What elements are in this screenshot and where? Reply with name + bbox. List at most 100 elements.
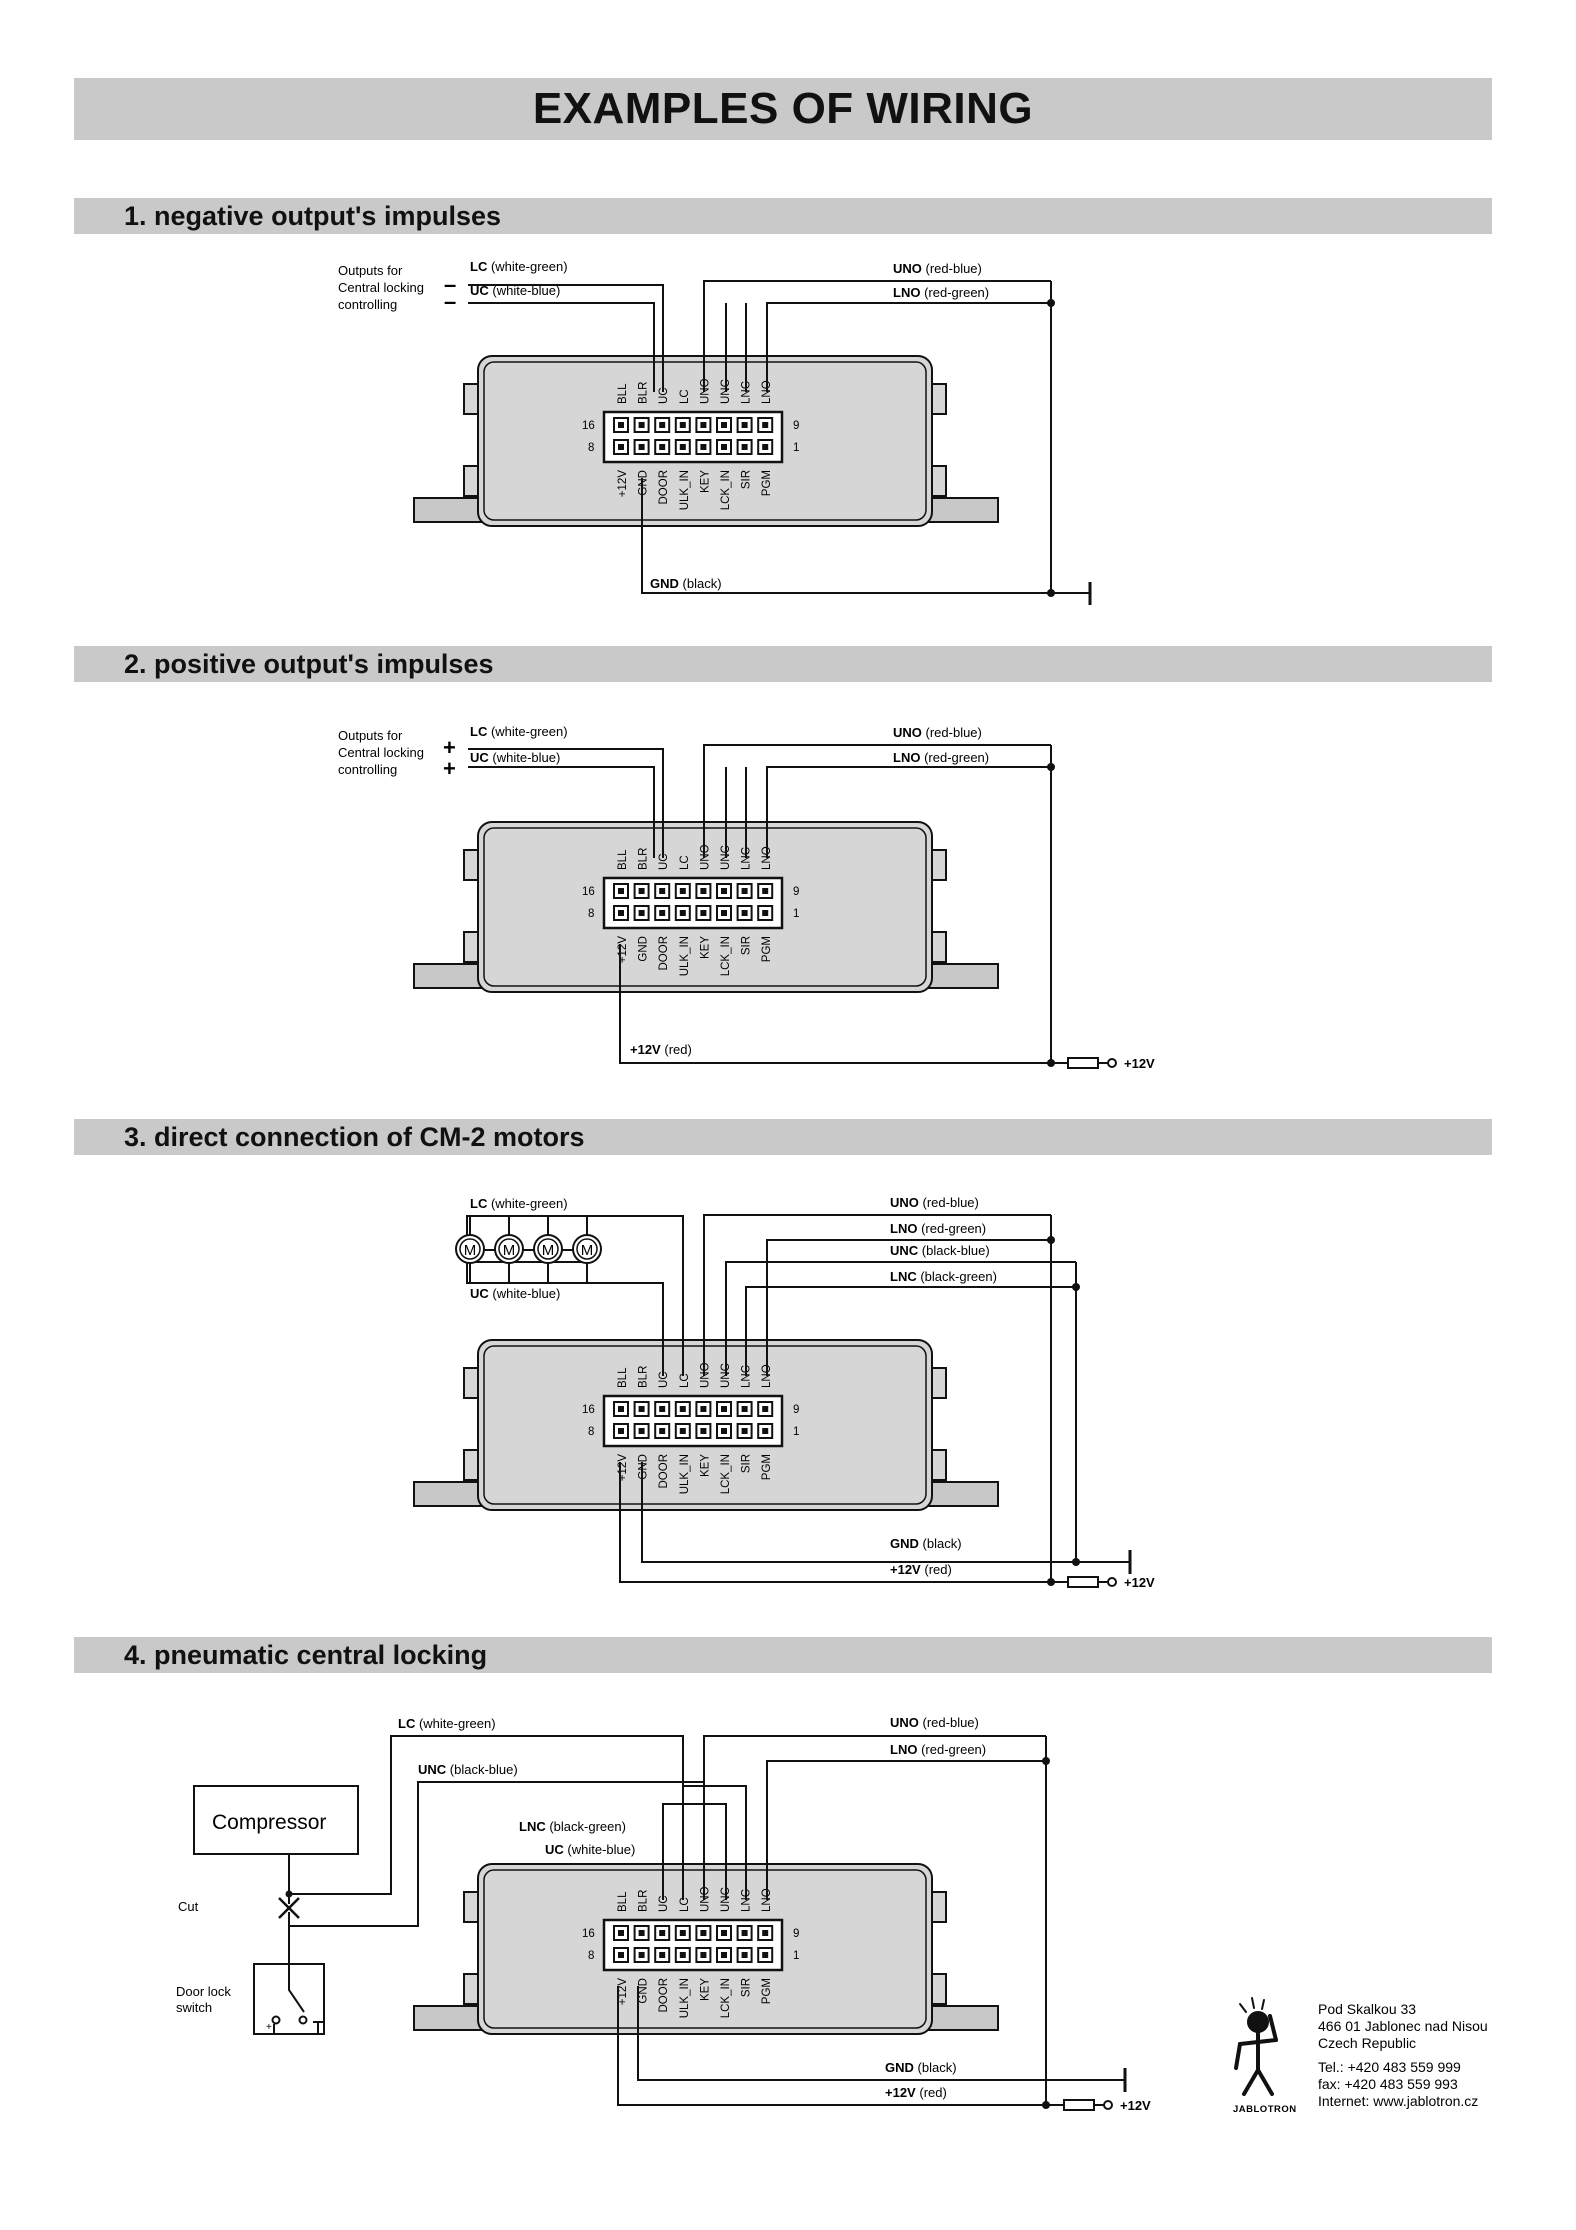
connector-pin-core	[721, 910, 727, 916]
motor-label: M	[581, 1242, 594, 1259]
jablotron-logo-icon	[1234, 1997, 1278, 2096]
pin-label-bottom: ULK_IN	[679, 936, 691, 976]
label-lno-color: (red-green)	[924, 285, 989, 300]
svg-text:LC (white-green): LC (white-green)	[470, 1196, 568, 1211]
pin-label-top: UNO	[699, 1362, 711, 1388]
pin-label-bottom: SIR	[741, 1978, 753, 1997]
label-12v-color: (red)	[664, 1042, 691, 1057]
svg-text:UC (white-blue): UC (white-blue)	[470, 283, 560, 298]
wire-uno	[703, 1735, 1046, 1900]
pin-label-top: UC	[658, 853, 670, 870]
terminal-12v-4	[1103, 2100, 1113, 2110]
section-title-2: 2. positive output's impulses	[124, 649, 494, 679]
svg-text:UC (white-blue): UC (white-blue)	[545, 1842, 635, 1857]
connector-pin-core	[659, 888, 666, 894]
pin-label-bottom: GND	[638, 1454, 650, 1480]
mounting-tab	[931, 1973, 947, 2005]
pin-label-bottom: ULK_IN	[679, 470, 691, 510]
page-title-band: EXAMPLES OF WIRING	[74, 78, 1492, 140]
label-gnd-color: (black)	[683, 576, 722, 591]
section-title-3: 3. direct connection of CM-2 motors	[124, 1122, 585, 1152]
label-lno-color: (red-green)	[924, 750, 989, 765]
company-block: JABLOTRON Pod Skalkou 33 466 01 Jablonec…	[1233, 1997, 1488, 2115]
connector-pin-core	[762, 422, 769, 428]
pin-label-top: LNC	[741, 1365, 753, 1388]
fuse-3	[1067, 1576, 1099, 1588]
pin-label-top: BLR	[638, 1366, 650, 1388]
connector-pin-core	[741, 910, 748, 916]
mounting-tab	[931, 849, 947, 881]
pin-label-top: BLR	[638, 382, 650, 404]
label-12v-color: (red)	[924, 1562, 951, 1577]
wire-uno	[703, 280, 1051, 392]
connector-pin-core	[762, 1428, 769, 1434]
svg-text:LNO (red-green): LNO (red-green)	[890, 1221, 986, 1236]
connector-pin-core	[700, 422, 707, 428]
section-title-4: 4. pneumatic central locking	[124, 1640, 488, 1670]
connector-pin-core	[618, 1952, 624, 1958]
svg-text:LNC (black-green): LNC (black-green)	[890, 1269, 997, 1284]
connector-pin-core	[638, 1428, 645, 1434]
connector-pin-core	[700, 888, 707, 894]
wire-12v	[617, 1986, 1064, 2106]
section-header-1: 1. negative output's impulses	[74, 198, 1492, 234]
wire-lc	[466, 1215, 684, 1376]
pin-label-top: LNO	[761, 1888, 773, 1912]
label-uc: UC	[470, 283, 489, 298]
label-12v: +12V	[630, 1042, 661, 1057]
pin-label-top: UC	[658, 1371, 670, 1388]
pin-label-bottom: KEY	[699, 470, 711, 493]
svg-text:UNO (red-blue): UNO (red-blue)	[890, 1715, 979, 1730]
pin-number-16: 16	[582, 1404, 595, 1416]
svg-text:LC (white-green): LC (white-green)	[470, 259, 568, 274]
label-lc-color: (white-green)	[419, 1716, 496, 1731]
pin-label-bottom: PGM	[761, 1978, 773, 2004]
connector	[602, 876, 784, 930]
mounting-tab	[463, 465, 479, 497]
pin-number-1: 1	[793, 1950, 799, 1962]
fuse-4	[1063, 2099, 1095, 2111]
pin-label-bottom: +12V	[617, 1978, 629, 2006]
connector-pin-core	[659, 1952, 666, 1958]
connector-pin-core	[721, 1952, 727, 1958]
mounting-tab	[931, 465, 947, 497]
outputs-label-line1: Outputs for	[338, 263, 403, 278]
label-12v: +12V	[890, 1562, 921, 1577]
wire-lc	[468, 748, 664, 858]
section-header-2: 2. positive output's impulses	[74, 646, 1492, 682]
pin-label-top: UNO	[699, 844, 711, 870]
label-uc-color: (white-blue)	[567, 1842, 635, 1857]
svg-text:UNO (red-blue): UNO (red-blue)	[893, 261, 982, 276]
pin-label-top: BLL	[617, 1891, 629, 1912]
mounting-tab	[931, 1891, 947, 1923]
pin-label-bottom: SIR	[741, 1454, 753, 1473]
connector-pin-core	[638, 422, 645, 428]
pin-label-bottom: PGM	[761, 1454, 773, 1480]
pin-label-top: BLL	[617, 383, 629, 404]
connector-pin-core	[721, 1428, 727, 1434]
pin-number-9: 9	[793, 886, 799, 898]
svg-text:UC (white-blue): UC (white-blue)	[470, 1286, 560, 1301]
connector-pin-core	[700, 1952, 707, 1958]
mounting-tab	[463, 383, 479, 415]
label-12v: +12V	[885, 2085, 916, 2100]
wire-12v	[619, 944, 1068, 1064]
connector-pin-core	[618, 1930, 624, 1936]
connector-pin-core	[762, 910, 769, 916]
outputs-label-line3: controlling	[338, 297, 397, 312]
label-uno-color: (red-blue)	[923, 1195, 979, 1210]
wire-gnd	[641, 478, 1090, 594]
label-gnd: GND	[650, 576, 679, 591]
pin-label-bottom: LCK_IN	[720, 936, 732, 976]
pin-label-top: BLR	[638, 1890, 650, 1912]
label-uc-color: (white-blue)	[492, 1286, 560, 1301]
connector-pin-core	[679, 422, 686, 428]
svg-text:UNO (red-blue): UNO (red-blue)	[890, 1195, 979, 1210]
wires-1	[468, 280, 1092, 605]
label-lno: LNO	[890, 1221, 917, 1236]
pin-label-bottom: ULK_IN	[679, 1978, 691, 2018]
wire-uno	[703, 1214, 1051, 1376]
pin-number-1: 1	[793, 442, 799, 454]
connector-pin-core	[679, 888, 686, 894]
